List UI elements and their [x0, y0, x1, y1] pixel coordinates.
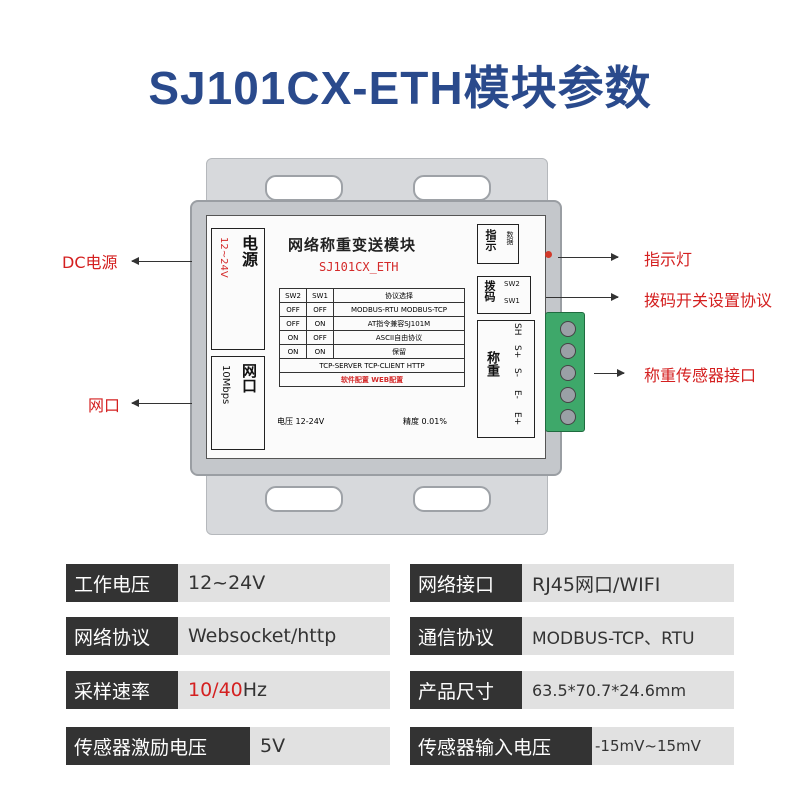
spec-product-size: 产品尺寸 63.5*70.7*24.6mm [410, 671, 734, 709]
power-tag: 电源 [239, 235, 258, 267]
annotation-indicator: 指示灯 [644, 250, 693, 269]
spec-label: 工作电压 [66, 564, 178, 602]
table-header-cell: SW1 [306, 288, 334, 303]
table-header-row: SW2 SW1 协议选择 [279, 288, 465, 303]
spec-value: -15mV~15mV [592, 727, 734, 765]
arrow-right-icon [558, 253, 619, 261]
port-tag: 网口 [240, 363, 258, 393]
port-speed: 10Mbps [220, 365, 231, 405]
annotation-dc-power: DC电源 [62, 253, 118, 272]
weigh-tag: 称重 [484, 351, 499, 377]
device-label: 电源 12~24V 网口 10Mbps 网络称重变送模块 SJ101CX_ETH… [206, 215, 546, 459]
spec-label: 通信协议 [410, 617, 522, 655]
spec-value: 12~24V [178, 564, 390, 602]
power-voltage: 12~24V [218, 237, 229, 278]
table-cell: ON [306, 344, 334, 359]
table-cell: MODBUS-RTU MODBUS-TCP [333, 302, 465, 317]
spec-value: MODBUS-TCP、RTU [522, 617, 734, 655]
sw2-label: SW2 [504, 280, 520, 288]
spec-label: 网络协议 [66, 617, 178, 655]
spec-value: Websocket/http [178, 617, 390, 655]
table-cell: AT指令兼容SJ101M [333, 316, 465, 331]
spec-label: 采样速率 [66, 671, 178, 709]
table-cell: OFF [279, 302, 307, 317]
indicator-sub: 数据 [506, 231, 514, 245]
table-cell: OFF [279, 316, 307, 331]
table-cell: ASCII自由协议 [333, 330, 465, 345]
spec-label: 传感器输入电压 [410, 727, 592, 765]
table-cell: ON [279, 344, 307, 359]
dip-tag: 拨码 [483, 280, 496, 302]
spec-label: 产品尺寸 [410, 671, 522, 709]
annotation-dip-switch: 拨码开关设置协议 [644, 291, 773, 310]
terminal-screw [560, 321, 576, 337]
mounting-slot [413, 486, 491, 512]
protocol-table: SW2 SW1 协议选择 OFF OFF MODBUS-RTU MODBUS-T… [279, 288, 465, 387]
indicator-tag: 指示 [484, 229, 497, 251]
weigh-box: 称重 SH S+ S- E- E+ [477, 320, 535, 438]
terminal-screw [560, 343, 576, 359]
device-model: SJ101CX_ETH [319, 260, 399, 274]
table-cell: ON [306, 316, 334, 331]
spec-label: 网络接口 [410, 564, 522, 602]
pin-sh: SH [512, 323, 522, 336]
annotation-net-port: 网口 [88, 396, 121, 415]
terminal-screw [560, 409, 576, 425]
arrow-right-icon [546, 293, 619, 301]
spec-working-voltage: 工作电压 12~24V [66, 564, 390, 602]
indicator-box: 指示 数据 [477, 224, 519, 264]
arrow-left-icon [131, 257, 192, 265]
table-cell: ON [279, 330, 307, 345]
power-box: 电源 12~24V [211, 228, 265, 350]
arrow-left-icon [131, 399, 192, 407]
sensor-terminal-block [545, 312, 585, 432]
terminal-screw [560, 387, 576, 403]
spec-value-highlight: 10/40 [188, 679, 243, 701]
device-name: 网络称重变送模块 [288, 236, 417, 254]
table-header-cell: 协议选择 [333, 288, 465, 303]
precision-text: 精度 0.01% [403, 417, 447, 426]
pin-e-minus: E- [512, 390, 522, 399]
sw1-label: SW1 [504, 297, 520, 305]
spec-input-voltage: 传感器输入电压 -15mV~15mV [410, 727, 734, 765]
pin-s-plus: S+ [512, 345, 522, 359]
pin-s-minus: S- [512, 368, 522, 377]
spec-comm-protocol: 通信协议 MODBUS-TCP、RTU [410, 617, 734, 655]
table-row: ON ON 保留 [279, 344, 465, 359]
table-cell: OFF [306, 302, 334, 317]
mounting-slot [265, 175, 343, 201]
mounting-slot [265, 486, 343, 512]
indicator-led [545, 251, 552, 258]
pin-e-plus: E+ [512, 412, 522, 426]
table-cell: 保留 [333, 344, 465, 359]
annotation-sensor-port: 称重传感器接口 [644, 366, 757, 385]
terminal-screw [560, 365, 576, 381]
port-box: 网口 10Mbps [211, 356, 265, 450]
spec-value: 63.5*70.7*24.6mm [522, 671, 734, 709]
table-row: OFF OFF MODBUS-RTU MODBUS-TCP [279, 302, 465, 317]
spec-excitation-voltage: 传感器激励电压 5V [66, 727, 390, 765]
table-row: OFF ON AT指令兼容SJ101M [279, 316, 465, 331]
modes-cell: TCP-SERVER TCP-CLIENT HTTP [279, 358, 465, 373]
dip-box: 拨码 SW2 SW1 [477, 276, 531, 314]
spec-network-interface: 网络接口 RJ45网口/WIFI [410, 564, 734, 602]
arrow-right-icon [594, 369, 625, 377]
config-cell: 软件配置 WEB配置 [279, 372, 465, 387]
spec-value-unit: Hz [242, 679, 268, 701]
voltage-text: 电压 12-24V [277, 417, 325, 426]
table-row: ON OFF ASCII自由协议 [279, 330, 465, 345]
table-row: 软件配置 WEB配置 [279, 372, 465, 387]
mounting-slot [413, 175, 491, 201]
table-cell: OFF [306, 330, 334, 345]
spec-value: RJ45网口/WIFI [522, 564, 734, 602]
table-row: TCP-SERVER TCP-CLIENT HTTP [279, 358, 465, 373]
table-header-cell: SW2 [279, 288, 307, 303]
spec-value: 5V [250, 727, 390, 765]
page-title: SJ101CX-ETH模块参数 [148, 62, 652, 114]
spec-label: 传感器激励电压 [66, 727, 250, 765]
spec-network-protocol: 网络协议 Websocket/http [66, 617, 390, 655]
